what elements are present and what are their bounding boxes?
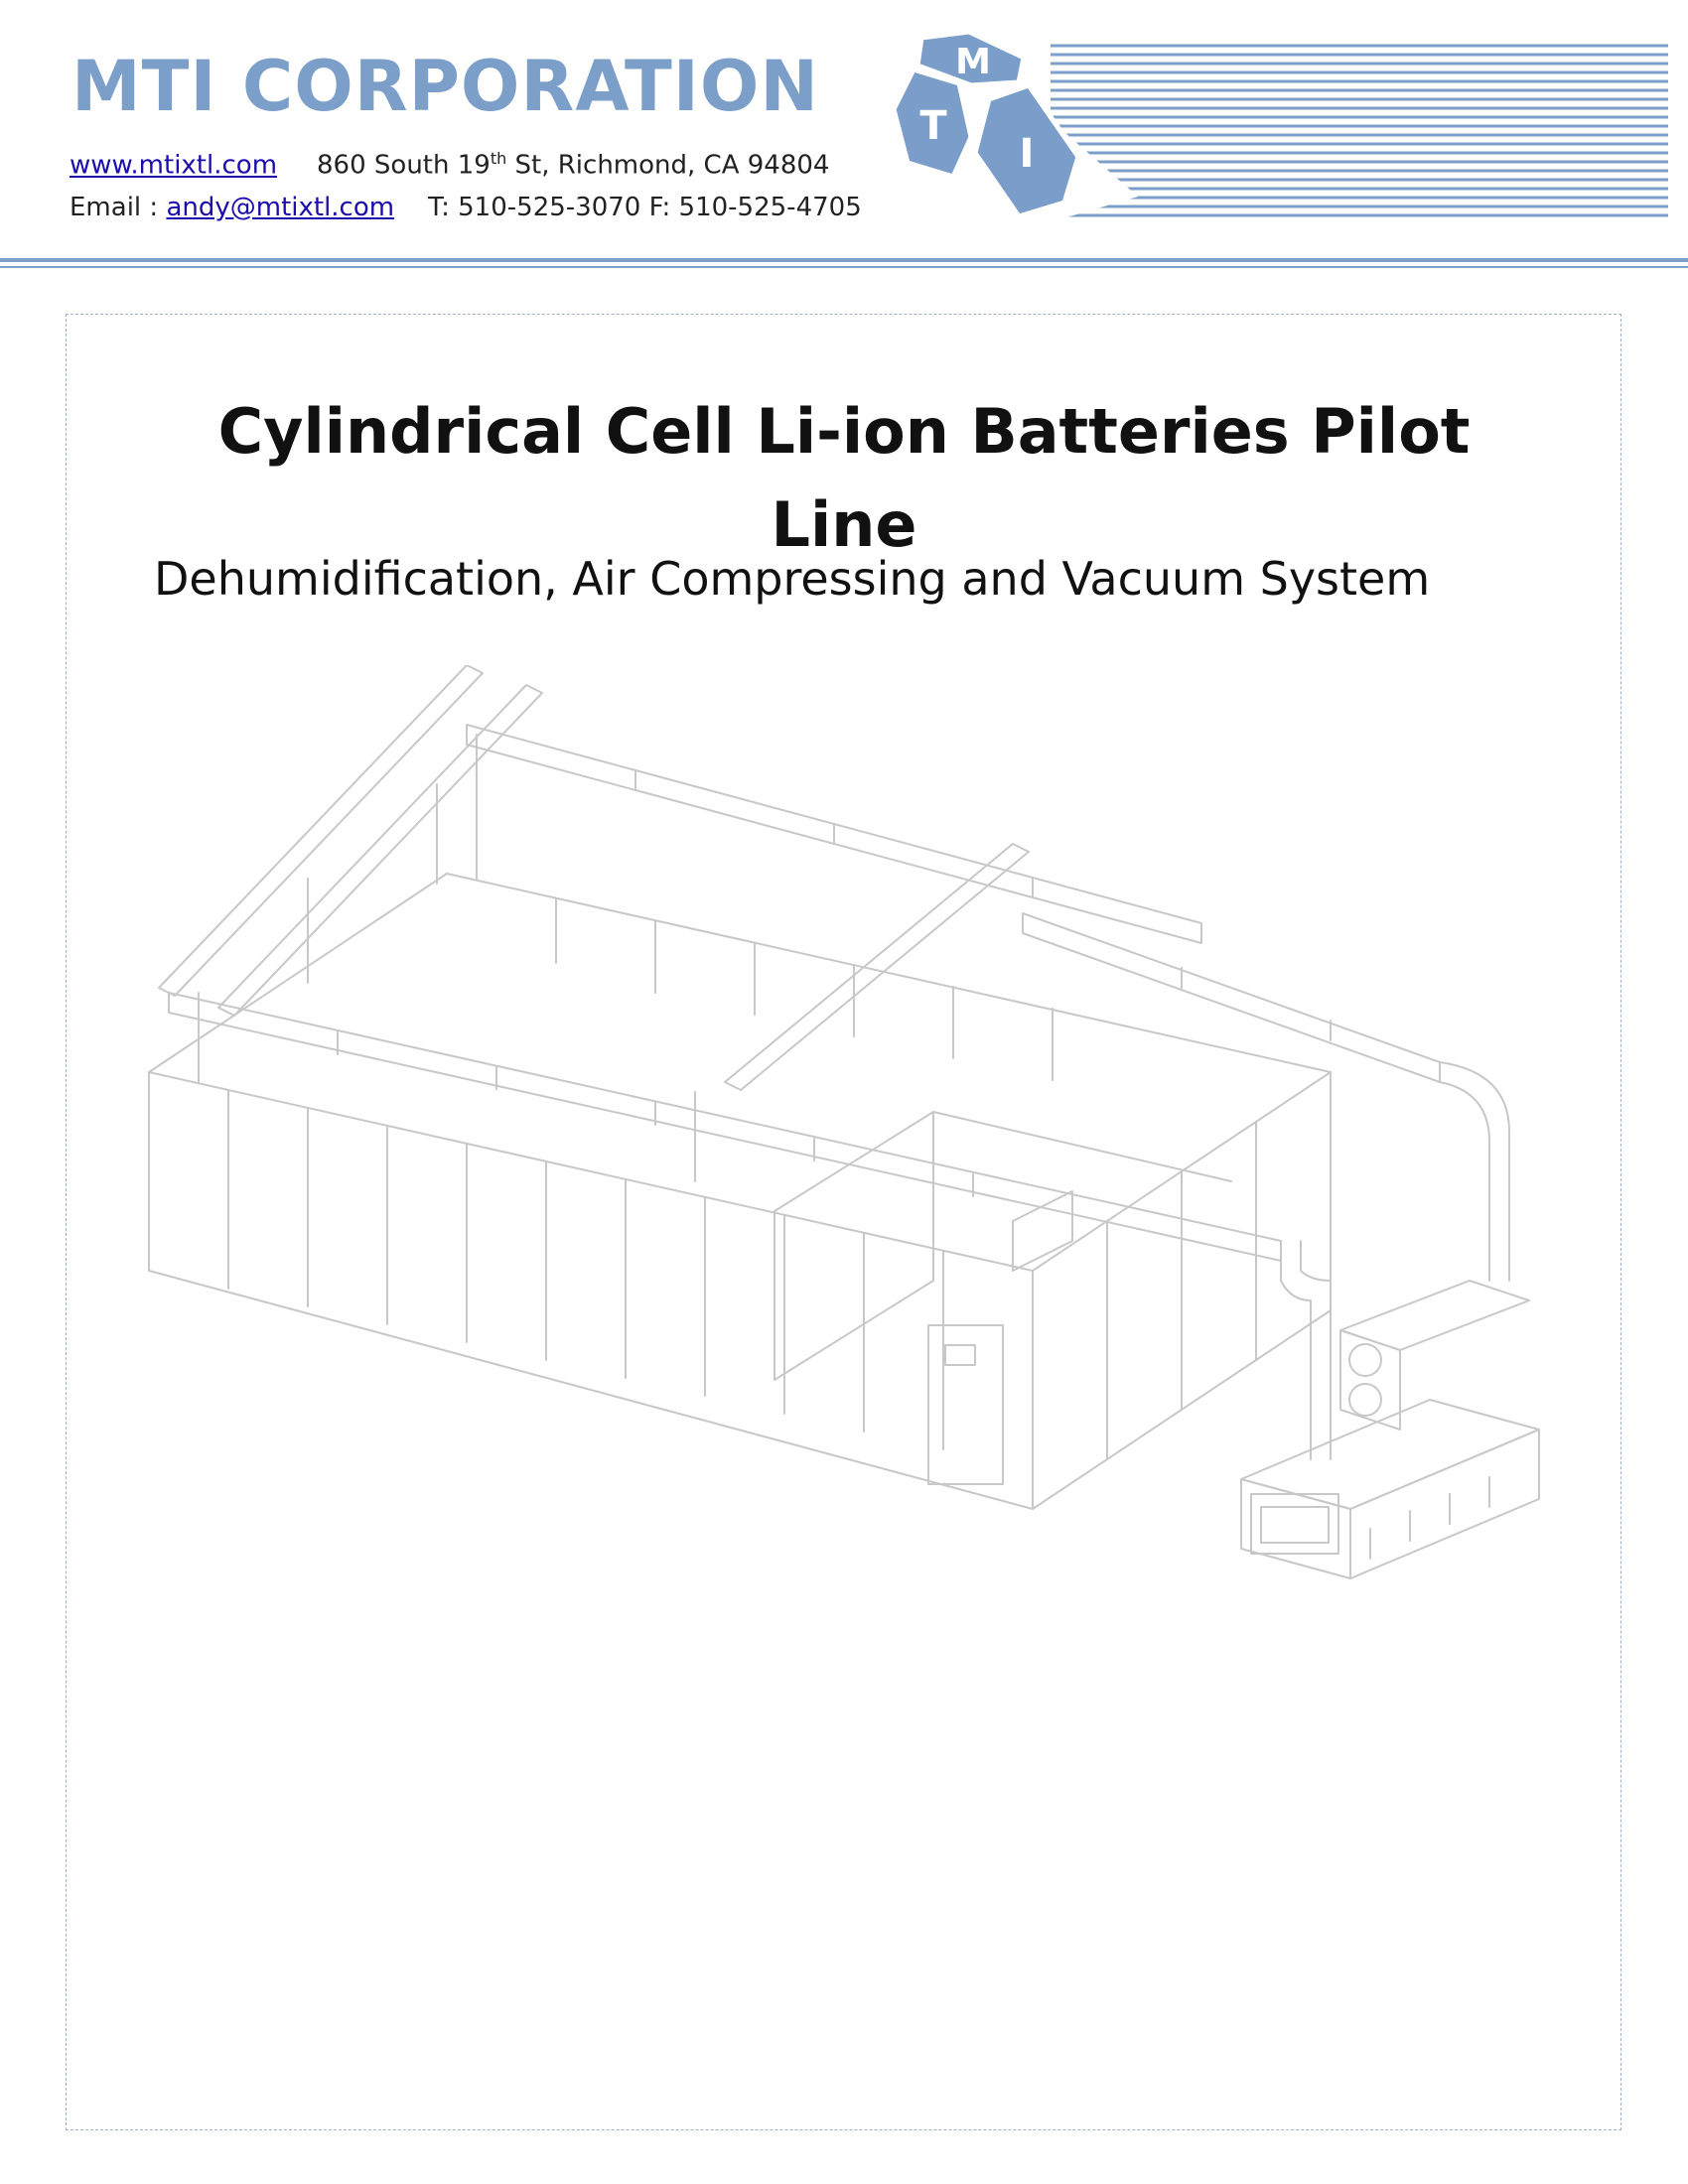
website-link[interactable]: www.mtixtl.com: [70, 150, 278, 181]
header-divider-thin: [0, 266, 1688, 268]
dry-room-isometric-drawing: [148, 665, 1540, 1579]
contact-line-website-address: www.mtixtl.com 860 South 19th St, Richmon…: [70, 149, 829, 181]
phone-fax: T: 510-525-3070 F: 510-525-4705: [428, 193, 862, 222]
company-name: MTI CORPORATION: [71, 46, 819, 127]
address-street: 860 South 19: [317, 150, 491, 181]
logo-letter-t: T: [919, 103, 947, 149]
document-subtitle: Dehumidification, Air Compressing and Va…: [154, 552, 1431, 606]
header-divider: [0, 258, 1688, 262]
address-city: St, Richmond, CA 94804: [506, 150, 830, 181]
email-label: Email :: [70, 193, 167, 222]
address-ordinal: th: [490, 149, 507, 168]
content-frame: [66, 314, 1621, 2130]
document-title: Cylindrical Cell Li-ion Batteries Pilot …: [217, 395, 1471, 561]
contact-line-email-phone: Email : andy@mtixtl.com T: 510-525-3070 F…: [70, 193, 862, 222]
logo-letter-m: M: [955, 42, 991, 82]
logo-letter-i: I: [1020, 131, 1035, 177]
email-link[interactable]: andy@mtixtl.com: [166, 193, 395, 222]
mti-logo-icon: M T I: [891, 29, 1668, 231]
